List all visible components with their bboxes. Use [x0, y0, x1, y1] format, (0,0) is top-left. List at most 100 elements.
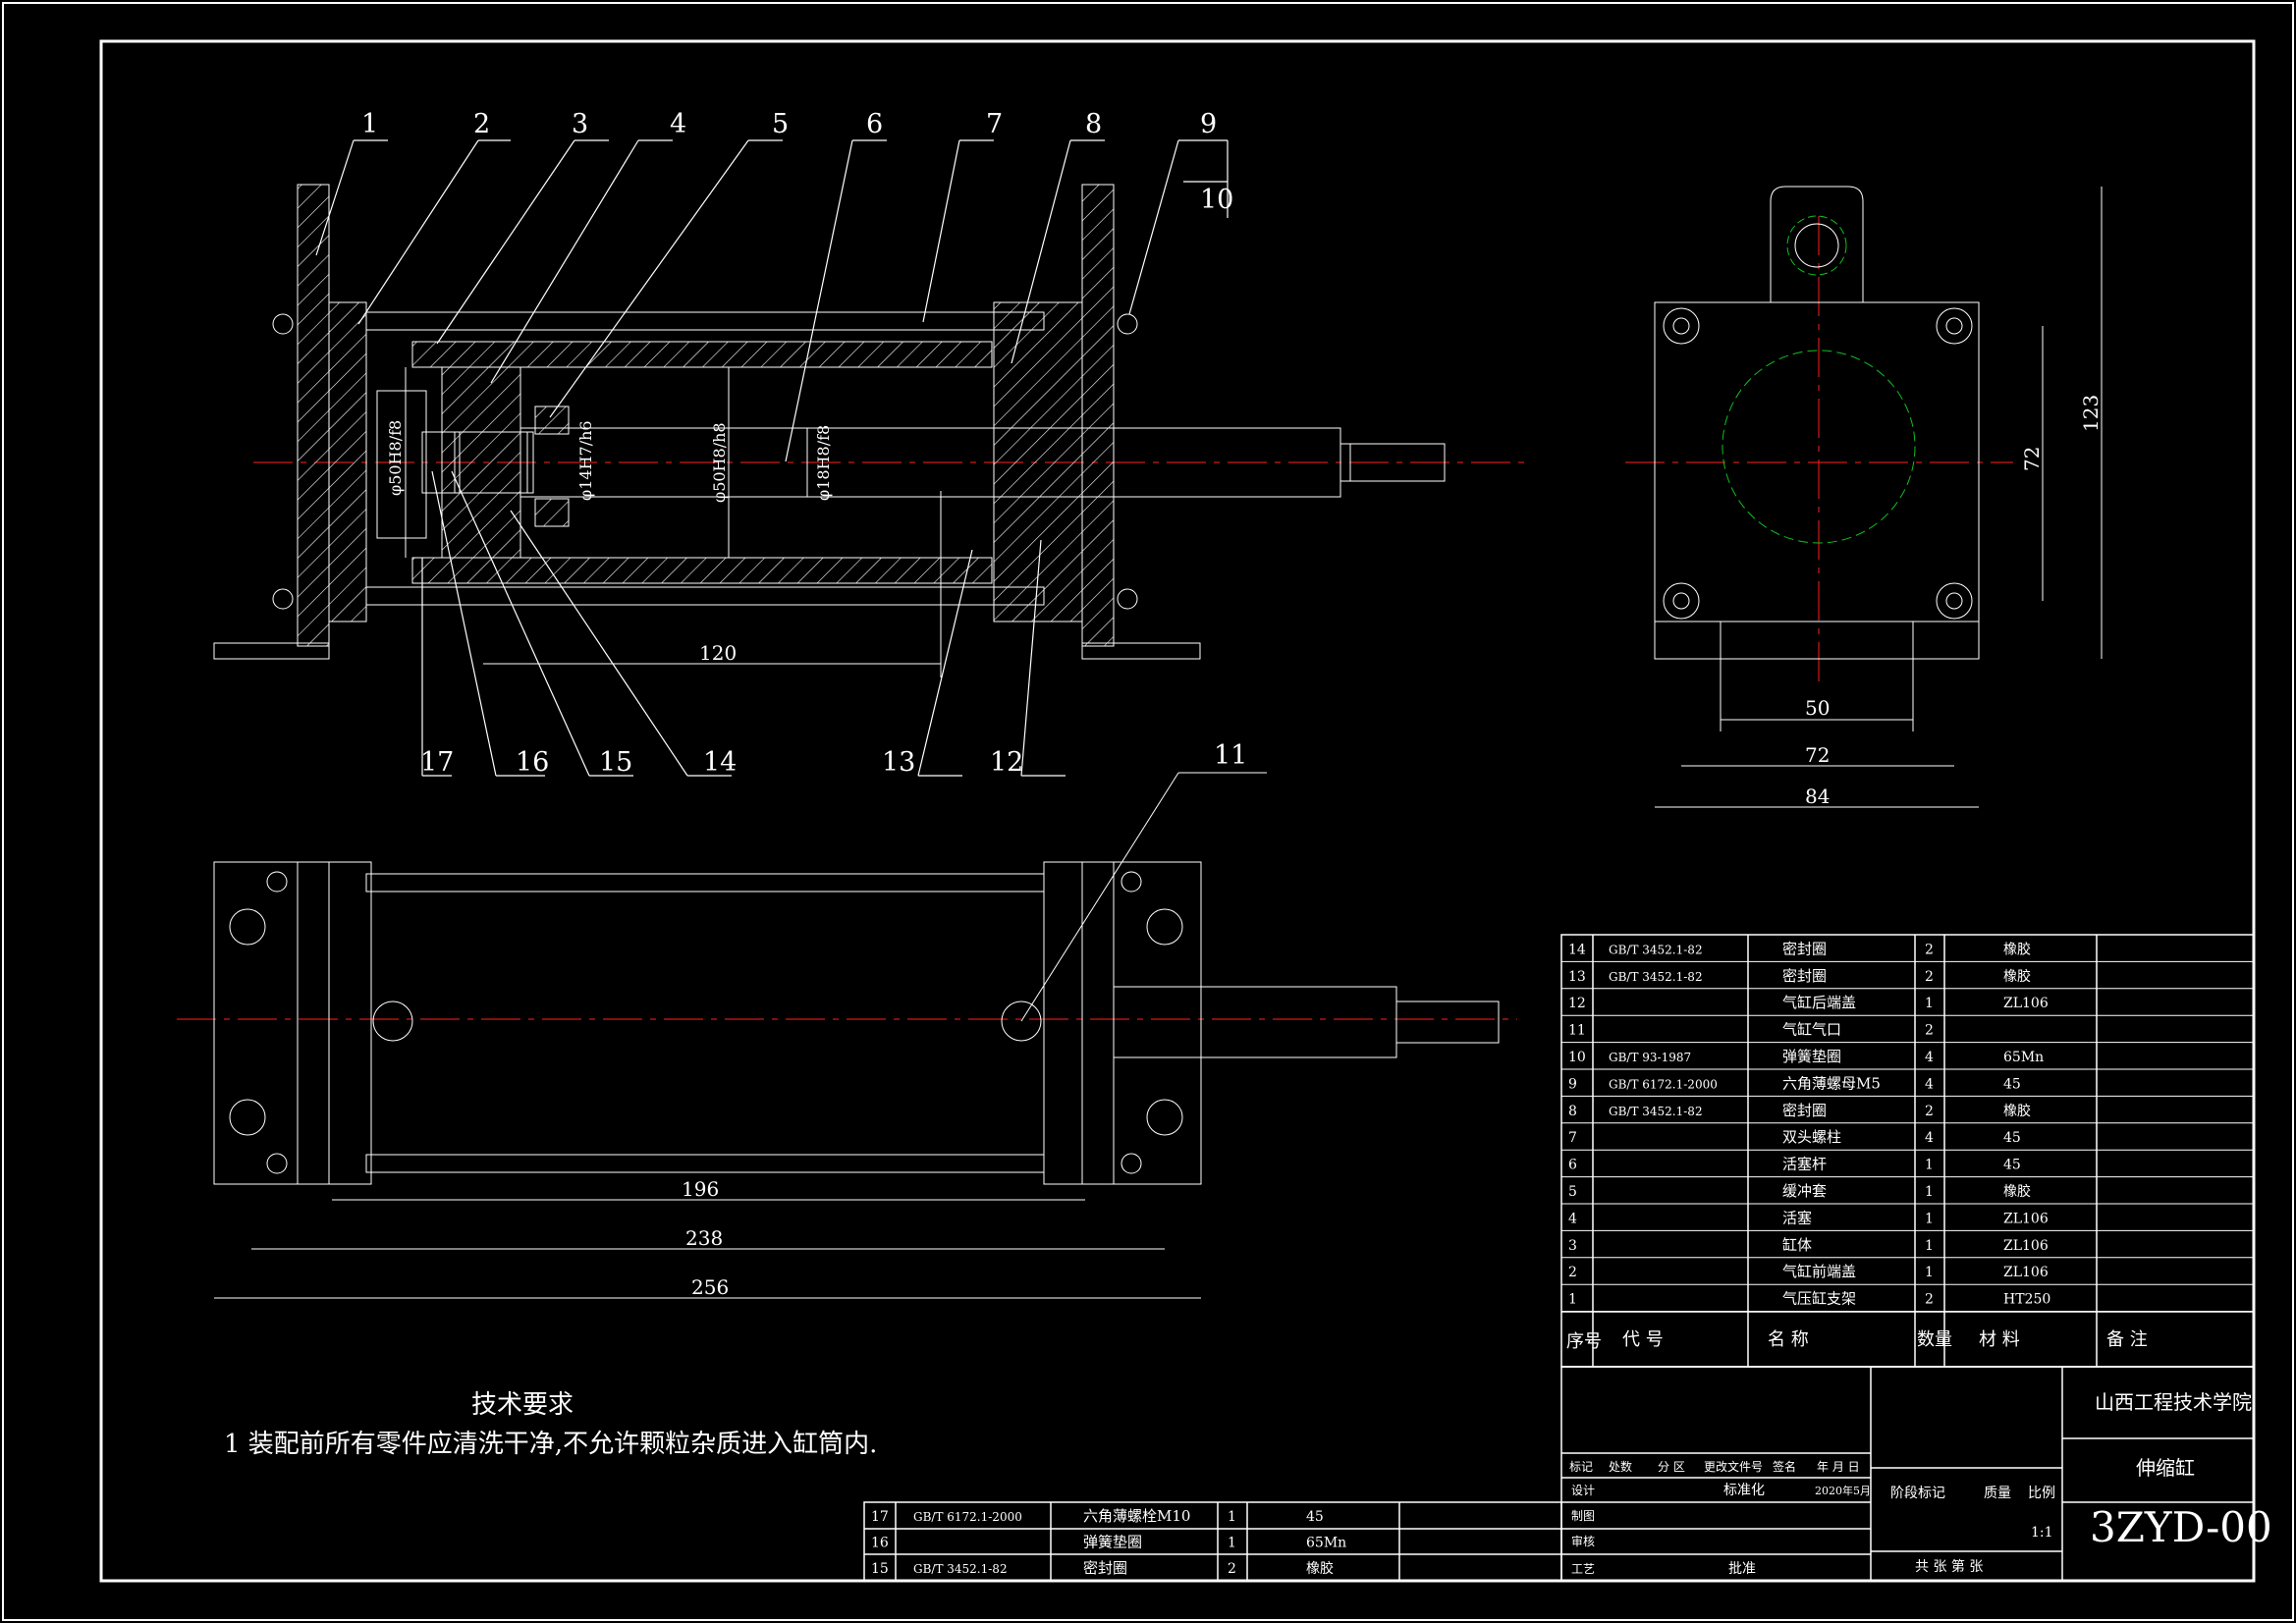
balloon-6: 6 — [866, 109, 883, 139]
label-approve: 批准 — [1728, 1561, 1756, 1577]
bom-no-8: 8 — [1568, 1104, 1577, 1119]
top-view — [177, 772, 1517, 1299]
rev-label-0: 标记 — [1569, 1460, 1593, 1474]
bom-qty-8: 2 — [1925, 1104, 1934, 1119]
bom-no-13: 13 — [1568, 969, 1586, 985]
design-date: 2020年5月 — [1815, 1484, 1871, 1497]
balloon-7: 7 — [986, 109, 1003, 139]
dim-84: 84 — [1805, 784, 1830, 808]
balloon-12: 12 — [990, 747, 1023, 778]
balloon-5: 5 — [772, 109, 789, 139]
bom-mat-6: 45 — [2003, 1158, 2021, 1173]
bom-code-17: GB/T 6172.1-2000 — [913, 1510, 1022, 1524]
bom-qty-4: 1 — [1925, 1211, 1934, 1226]
bom-name-11: 气缸气口 — [1782, 1021, 1841, 1039]
balloon-13: 13 — [882, 747, 915, 778]
bom-mat-9: 45 — [2003, 1076, 2021, 1092]
bom-header-seq: 序号 — [1566, 1331, 1602, 1352]
bom-name-10: 弹簧垫圈 — [1782, 1048, 1841, 1065]
bom-header-code: 代 号 — [1622, 1329, 1664, 1350]
bom-qty-9: 4 — [1925, 1076, 1934, 1092]
fit-18h8f8: φ18H8/f8 — [814, 425, 833, 501]
dim-50: 50 — [1805, 696, 1830, 720]
bom-no-7: 7 — [1568, 1130, 1577, 1146]
bom-header-material: 材 料 — [1979, 1329, 2020, 1350]
balloon-14: 14 — [703, 747, 737, 778]
bom-code-8: GB/T 3452.1-82 — [1609, 1105, 1703, 1118]
bom-header-remark: 备 注 — [2106, 1329, 2148, 1350]
label-std: 标准化 — [1723, 1483, 1765, 1498]
bom-mat-14: 橡胶 — [2003, 941, 2031, 957]
bom-mat-13: 橡胶 — [2003, 968, 2031, 985]
bom-qty-6: 1 — [1925, 1158, 1934, 1173]
bom-name-12: 气缸后端盖 — [1782, 994, 1856, 1011]
part-name: 伸缩缸 — [2136, 1456, 2195, 1480]
sheet-count: 共 张 第 张 — [1915, 1558, 1983, 1575]
balloon-11: 11 — [1214, 740, 1247, 771]
bom-code-10: GB/T 93-1987 — [1609, 1051, 1691, 1064]
label-stage: 阶段标记 — [1890, 1486, 1945, 1501]
bom-code-13: GB/T 3452.1-82 — [1609, 970, 1703, 984]
section-view — [213, 139, 1532, 777]
bom-header-qty: 数量 — [1917, 1329, 1952, 1350]
bom-mat-15: 橡胶 — [1306, 1560, 1334, 1577]
bom-qty-3: 1 — [1925, 1238, 1934, 1254]
bom-name-8: 密封圈 — [1782, 1102, 1827, 1119]
bom-qty-17: 1 — [1228, 1509, 1236, 1525]
bom-mat-4: ZL106 — [2003, 1211, 2049, 1226]
bom-name-17: 六角薄螺栓M10 — [1083, 1507, 1190, 1525]
bom-mat-7: 45 — [2003, 1130, 2021, 1146]
bom-qty-7: 4 — [1925, 1130, 1934, 1146]
bom-qty-12: 1 — [1925, 996, 1934, 1011]
bom-mat-2: ZL106 — [2003, 1265, 2049, 1280]
bom-no-5: 5 — [1568, 1184, 1577, 1200]
bom-name-14: 密封圈 — [1782, 940, 1827, 957]
dim-196: 196 — [682, 1177, 719, 1201]
bom-no-14: 14 — [1568, 942, 1586, 957]
bom-code-9: GB/T 6172.1-2000 — [1609, 1077, 1718, 1091]
balloon-4: 4 — [670, 109, 686, 139]
dim-256: 256 — [691, 1275, 729, 1299]
rev-label-3: 更改文件号 — [1704, 1459, 1763, 1474]
bom-no-17: 17 — [871, 1509, 889, 1525]
rev-label-2: 分 区 — [1658, 1460, 1685, 1474]
balloon-2: 2 — [473, 109, 490, 139]
bom-qty-13: 2 — [1925, 969, 1934, 985]
bom-mat-8: 橡胶 — [2003, 1103, 2031, 1119]
bom-qty-5: 1 — [1925, 1184, 1934, 1200]
bom-mat-1: HT250 — [2003, 1292, 2050, 1308]
bom-name-6: 活塞杆 — [1782, 1156, 1827, 1173]
dim-72-width: 72 — [1805, 743, 1830, 767]
rev-label-1: 处数 — [1609, 1459, 1632, 1474]
dim-238: 238 — [685, 1226, 723, 1250]
bom-code-15: GB/T 3452.1-82 — [913, 1562, 1008, 1576]
bom-name-13: 密封圈 — [1782, 967, 1827, 985]
scale-value: 1:1 — [2031, 1525, 2053, 1541]
bom-qty-10: 4 — [1925, 1050, 1934, 1065]
bom-no-3: 3 — [1568, 1238, 1577, 1254]
row-label-1: 制图 — [1571, 1509, 1595, 1523]
balloon-16: 16 — [516, 747, 549, 778]
fit-50h8f8: φ50H8/f8 — [386, 420, 405, 496]
balloon-8: 8 — [1085, 109, 1102, 139]
revision-labels: 标记处数分 区更改文件号签名年 月 日设计制图审核工艺 — [1569, 1459, 1860, 1576]
bom-header-name: 名 称 — [1768, 1329, 1809, 1350]
bom-name-9: 六角薄螺母M5 — [1782, 1074, 1881, 1092]
bom-mat-12: ZL106 — [2003, 996, 2049, 1011]
balloon-9: 9 — [1200, 109, 1217, 139]
bom-no-2: 2 — [1568, 1265, 1577, 1280]
bom-mat-16: 65Mn — [1306, 1536, 1346, 1551]
bom-no-15: 15 — [871, 1561, 889, 1577]
label-weight: 质量 — [1984, 1486, 2011, 1501]
bom-name-7: 双头螺柱 — [1782, 1128, 1841, 1146]
bom-qty-15: 2 — [1228, 1561, 1236, 1577]
bom-no-1: 1 — [1568, 1292, 1577, 1308]
side-view — [1625, 186, 2103, 808]
bom-qty-1: 2 — [1925, 1292, 1934, 1308]
bom-qty-14: 2 — [1925, 942, 1934, 957]
